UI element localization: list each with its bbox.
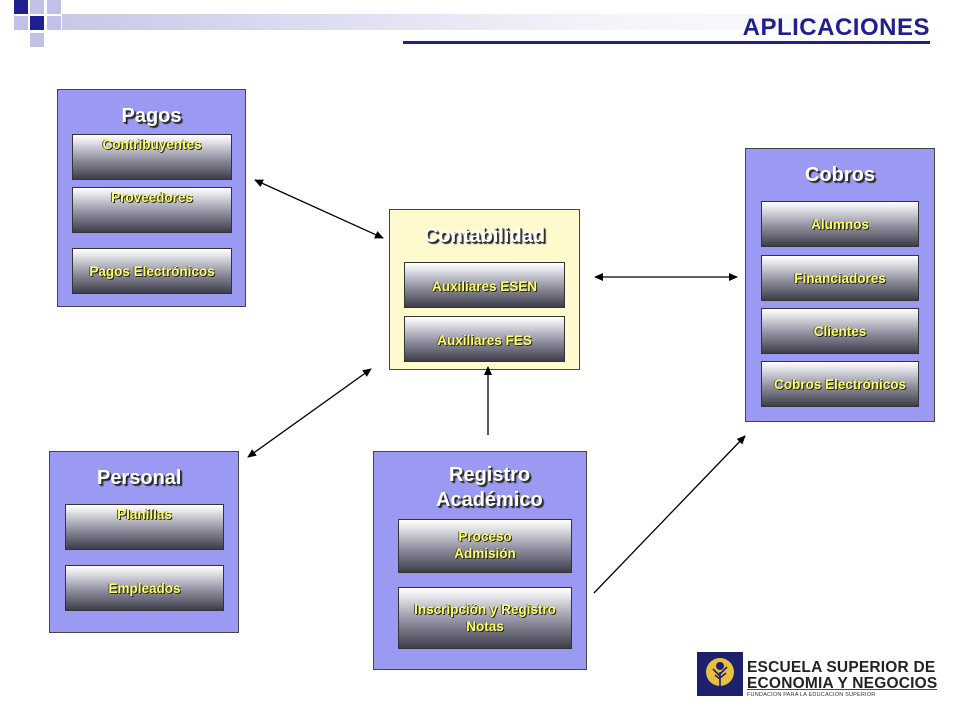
button-label-line2: Admisión	[454, 546, 516, 561]
auxiliares-esen-button[interactable]: Auxiliares ESEN	[404, 262, 565, 308]
tree-emblem-icon	[697, 652, 743, 696]
logo-line3: FUNDACION PARA LA EDUCACION SUPERIOR	[747, 692, 876, 698]
page-title: APLICACIONES	[742, 14, 930, 41]
pagos-panel: Pagos Contribuyentes Proveedores Pagos E…	[57, 89, 246, 307]
button-label: Empleados	[108, 581, 181, 596]
cobros-financiadores-button[interactable]: Financiadores	[761, 255, 919, 301]
contabilidad-panel: Contabilidad Auxiliares ESEN Auxiliares …	[389, 209, 580, 370]
decor-square	[47, 16, 61, 30]
decor-bar	[62, 14, 930, 30]
button-label-line2: Notas	[466, 619, 504, 634]
logo-line2: ECONOMIA Y NEGOCIOS	[747, 675, 938, 692]
button-label: Alumnos	[811, 217, 869, 232]
personal-title: Personal	[97, 467, 182, 489]
cobros-title: Cobros	[805, 164, 875, 186]
button-label: Auxiliares FES	[437, 333, 532, 348]
personal-planillas-button[interactable]: Planillas	[65, 504, 224, 550]
decor-square	[30, 16, 44, 30]
button-label: Planillas	[117, 507, 172, 522]
decor-square	[30, 33, 44, 47]
decor-square	[14, 16, 28, 30]
decor-square	[14, 0, 28, 14]
button-label: Auxiliares ESEN	[431, 279, 538, 294]
personal-empleados-button[interactable]: Empleados	[65, 565, 224, 611]
pagos-proveedores-button[interactable]: Proveedores	[72, 187, 232, 233]
button-label-line1: Inscripción y Registro	[414, 602, 556, 617]
registro-title-line2: Académico	[436, 489, 543, 511]
button-label: Pagos Electrónicos	[89, 264, 215, 279]
contabilidad-title: Contabilidad	[423, 225, 546, 247]
logo-line1: ESCUELA SUPERIOR DE	[747, 659, 936, 676]
pagos-electronicos-button[interactable]: Pagos Electrónicos	[72, 248, 232, 294]
pagos-contribuyentes-button[interactable]: Contribuyentes	[72, 134, 232, 180]
registro-title-line1: Registro	[449, 464, 531, 486]
title-underline	[403, 41, 930, 44]
button-label: Financiadores	[794, 271, 886, 286]
decor-square	[47, 0, 61, 14]
cobros-alumnos-button[interactable]: Alumnos	[761, 201, 919, 247]
arrow-personal-contabilidad	[247, 368, 372, 458]
arrow-registro-cobros	[593, 435, 746, 594]
button-label: Cobros Electrónicos	[773, 377, 907, 392]
decor-square	[30, 0, 44, 14]
pagos-title: Pagos	[121, 105, 182, 127]
cobros-clientes-button[interactable]: Clientes	[761, 308, 919, 354]
cobros-panel: Cobros Alumnos Financiadores Clientes Co…	[745, 148, 935, 422]
auxiliares-fes-button[interactable]: Auxiliares FES	[404, 316, 565, 362]
cobros-electronicos-button[interactable]: Cobros Electrónicos	[761, 361, 919, 407]
button-label: Proveedores	[111, 190, 193, 205]
arrow-pagos-contabilidad	[254, 179, 384, 239]
button-label-line1: Proceso	[458, 529, 512, 544]
button-label: Contribuyentes	[102, 137, 202, 152]
button-label: Clientes	[813, 324, 867, 339]
logo-underline	[747, 689, 937, 690]
personal-panel: Personal Planillas Empleados	[49, 451, 239, 633]
